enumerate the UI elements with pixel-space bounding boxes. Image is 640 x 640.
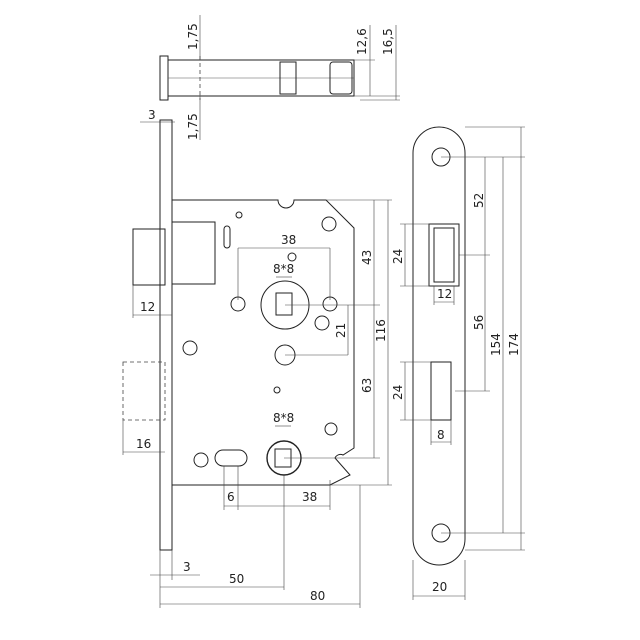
dim-bolt-opening: 24: [391, 385, 405, 400]
top-view: 1,75 1,75 3 12,6 16,5: [140, 15, 400, 140]
dim-16-5: 16,5: [381, 28, 395, 55]
dim-latch-width: 12: [437, 287, 452, 301]
dim-width-20: 20: [432, 580, 447, 594]
dim-depth-80: 80: [310, 589, 325, 603]
dim-174: 174: [507, 333, 521, 356]
dim-116: 116: [374, 319, 388, 342]
dim-follower-square: 8*8: [273, 262, 294, 276]
dim-52: 52: [472, 193, 486, 208]
dim-backset-50: 50: [229, 572, 244, 586]
lock-body: 38 8*8 43 21 116 63 12 16 8*8 6 38 3 50 …: [122, 119, 392, 608]
dim-63: 63: [360, 378, 374, 393]
latch-bolt: [132, 228, 166, 286]
dim-plate-thickness: 3: [183, 560, 191, 574]
dim-bolt-16: 16: [136, 437, 151, 451]
dim-56: 56: [472, 315, 486, 330]
dim-plate-3: 3: [148, 108, 156, 122]
dim-top-1-75: 1,75: [186, 23, 200, 50]
dim-12-6: 12,6: [355, 28, 369, 55]
dim-154: 154: [489, 333, 503, 356]
strike-plate: 52 24 12 56 154 174 24 8 20: [391, 126, 525, 600]
dim-bolt-width: 8: [437, 428, 445, 442]
dim-key-spacing: 38: [302, 490, 317, 504]
dim-follower-spacing: 38: [281, 233, 296, 247]
dim-latch-opening: 24: [391, 249, 405, 264]
dim-key-square: 8*8: [273, 411, 294, 425]
dim-bottom-1-75: 1,75: [186, 113, 200, 140]
faceplate: [159, 119, 173, 551]
dim-21: 21: [334, 323, 348, 338]
dead-bolt: [122, 361, 166, 421]
dim-latch-12: 12: [140, 300, 155, 314]
dim-slot-6: 6: [227, 490, 235, 504]
dim-43: 43: [360, 250, 374, 265]
